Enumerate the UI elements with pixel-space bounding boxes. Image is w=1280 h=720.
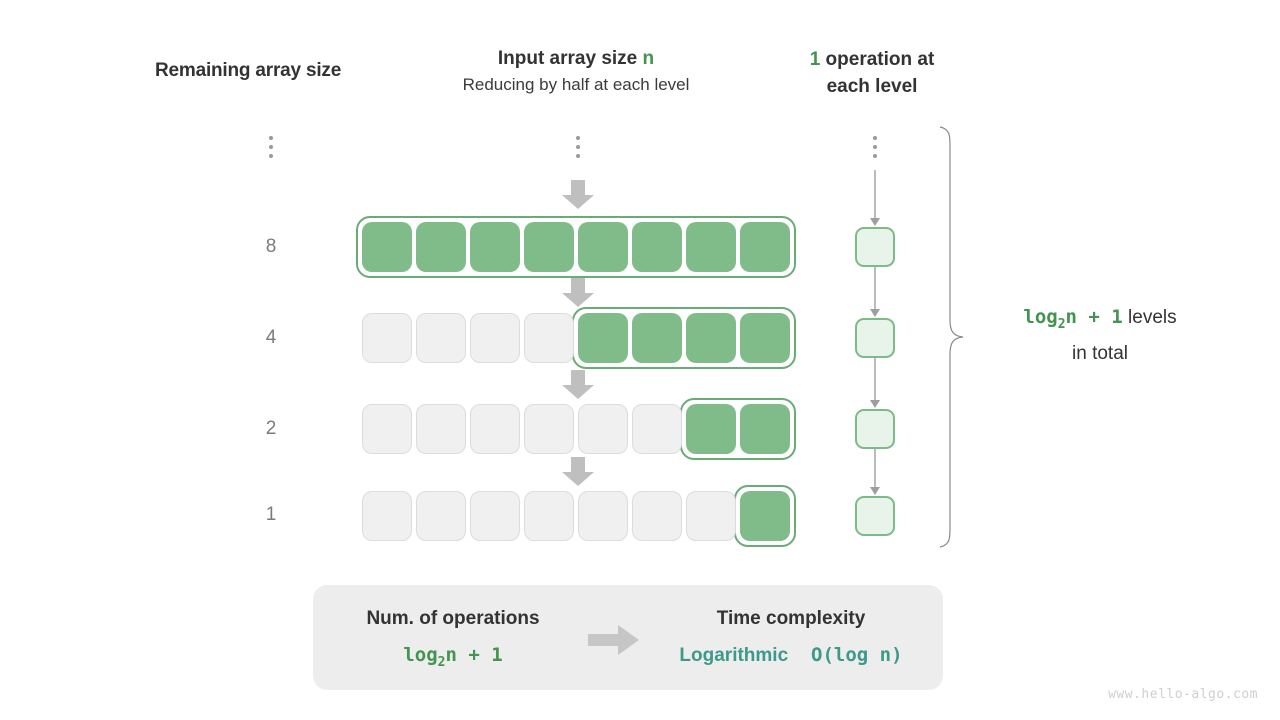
row-label-2: 2 bbox=[265, 418, 277, 439]
operation-connector-arrow bbox=[866, 267, 884, 317]
row-label-8: 8 bbox=[265, 236, 277, 257]
dot bbox=[873, 145, 877, 149]
operation-connector-arrow bbox=[866, 170, 884, 226]
array-cell-inactive bbox=[578, 404, 628, 454]
operations-header-rest: operation at bbox=[820, 49, 935, 70]
levels-caption-line1: log2n + 1 levels bbox=[985, 303, 1215, 339]
array-cell-active bbox=[632, 222, 682, 272]
summary-left-formula-base: log bbox=[403, 644, 438, 666]
levels-formula-base: log bbox=[1023, 306, 1058, 328]
dot bbox=[269, 145, 273, 149]
operation-connector-arrow bbox=[866, 449, 884, 495]
dot bbox=[576, 154, 580, 158]
array-cell-active bbox=[740, 404, 790, 454]
array-cell-inactive bbox=[632, 491, 682, 541]
ellipsis-middle-column bbox=[555, 130, 601, 164]
array-cell-active bbox=[362, 222, 412, 272]
summary-left-title: Num. of operations bbox=[366, 608, 540, 629]
operation-connector-arrow bbox=[866, 358, 884, 408]
dot bbox=[576, 145, 580, 149]
operations-count: 1 bbox=[809, 49, 821, 70]
levels-formula-sub: 2 bbox=[1057, 316, 1066, 332]
summary-right-column: Time complexity Logarithmic O(log n) bbox=[666, 608, 916, 667]
levels-caption: log2n + 1 levels in total bbox=[985, 303, 1215, 368]
array-cell-inactive bbox=[470, 313, 520, 363]
array-cell-inactive bbox=[470, 404, 520, 454]
row-label-4: 4 bbox=[265, 327, 277, 348]
array-cell-active bbox=[524, 222, 574, 272]
array-cell-inactive bbox=[524, 404, 574, 454]
array-cell-active bbox=[740, 313, 790, 363]
column-header-input-array: Input array size n Reducing by half at e… bbox=[430, 46, 722, 98]
array-cell-active bbox=[686, 404, 736, 454]
summary-left-value: log2n + 1 bbox=[333, 644, 573, 670]
reduce-arrow-icon bbox=[561, 457, 595, 487]
array-cell-inactive bbox=[578, 491, 628, 541]
watermark: www.hello-algo.com bbox=[1108, 687, 1258, 702]
input-array-variable: n bbox=[642, 48, 655, 69]
array-cell-active bbox=[578, 313, 628, 363]
dot bbox=[873, 136, 877, 140]
operation-box bbox=[855, 496, 895, 536]
column-header-remaining-size: Remaining array size bbox=[155, 60, 342, 81]
dot bbox=[269, 136, 273, 140]
input-array-subtitle: Reducing by half at each level bbox=[462, 75, 690, 94]
summary-complexity-word: Logarithmic bbox=[679, 645, 789, 666]
array-cell-active bbox=[686, 222, 736, 272]
active-subarray-outline bbox=[356, 216, 796, 278]
operation-box bbox=[855, 227, 895, 267]
array-cell-active bbox=[740, 491, 790, 541]
levels-caption-suffix: levels bbox=[1122, 307, 1177, 328]
summary-left-formula-sub: 2 bbox=[437, 654, 446, 670]
levels-brace bbox=[936, 126, 966, 553]
operations-header-line1: 1 operation at bbox=[772, 46, 972, 73]
summary-left-formula: log2n + 1 bbox=[403, 644, 503, 670]
ellipsis-right-column bbox=[852, 130, 898, 164]
summary-right-value: Logarithmic O(log n) bbox=[666, 644, 916, 667]
levels-caption-line2: in total bbox=[1072, 342, 1128, 364]
dot bbox=[873, 154, 877, 158]
array-cell-active bbox=[632, 313, 682, 363]
reduce-arrow-icon bbox=[561, 370, 595, 400]
operation-box bbox=[855, 409, 895, 449]
array-cell-inactive bbox=[416, 313, 466, 363]
operations-header-line2: each level bbox=[826, 76, 918, 97]
arrow-right-icon bbox=[588, 624, 640, 656]
summary-left-formula-rest: n + 1 bbox=[445, 644, 503, 666]
array-cell-inactive bbox=[686, 491, 736, 541]
array-cell-active bbox=[740, 222, 790, 272]
summary-complexity-notation-text: O(log n) bbox=[811, 644, 903, 666]
levels-formula: log2n + 1 bbox=[1023, 306, 1123, 332]
array-cell-active bbox=[578, 222, 628, 272]
array-cell-inactive bbox=[470, 491, 520, 541]
array-cell-inactive bbox=[416, 404, 466, 454]
dot bbox=[269, 154, 273, 158]
array-cell-active bbox=[416, 222, 466, 272]
array-cell-inactive bbox=[524, 313, 574, 363]
array-cell-inactive bbox=[362, 491, 412, 541]
ellipsis-left-column bbox=[248, 130, 294, 164]
summary-left-column: Num. of operations log2n + 1 bbox=[333, 608, 573, 670]
input-array-title: Input array size n bbox=[430, 46, 722, 72]
dot bbox=[576, 136, 580, 140]
summary-right-title: Time complexity bbox=[716, 608, 866, 629]
row-label-1: 1 bbox=[265, 504, 277, 525]
operation-box bbox=[855, 318, 895, 358]
array-cell-inactive bbox=[632, 404, 682, 454]
array-cell-active bbox=[470, 222, 520, 272]
reduce-arrow-icon bbox=[561, 278, 595, 308]
summary-complexity-notation: O(log n) bbox=[788, 644, 903, 666]
array-cell-inactive bbox=[524, 491, 574, 541]
reduce-arrow-icon bbox=[561, 180, 595, 210]
array-cell-inactive bbox=[362, 313, 412, 363]
input-array-title-text: Input array size bbox=[497, 48, 643, 69]
array-cell-inactive bbox=[362, 404, 412, 454]
column-header-operations: 1 operation at each level bbox=[772, 46, 972, 100]
levels-formula-rest: n + 1 bbox=[1065, 306, 1123, 328]
array-cell-inactive bbox=[416, 491, 466, 541]
array-cell-active bbox=[686, 313, 736, 363]
